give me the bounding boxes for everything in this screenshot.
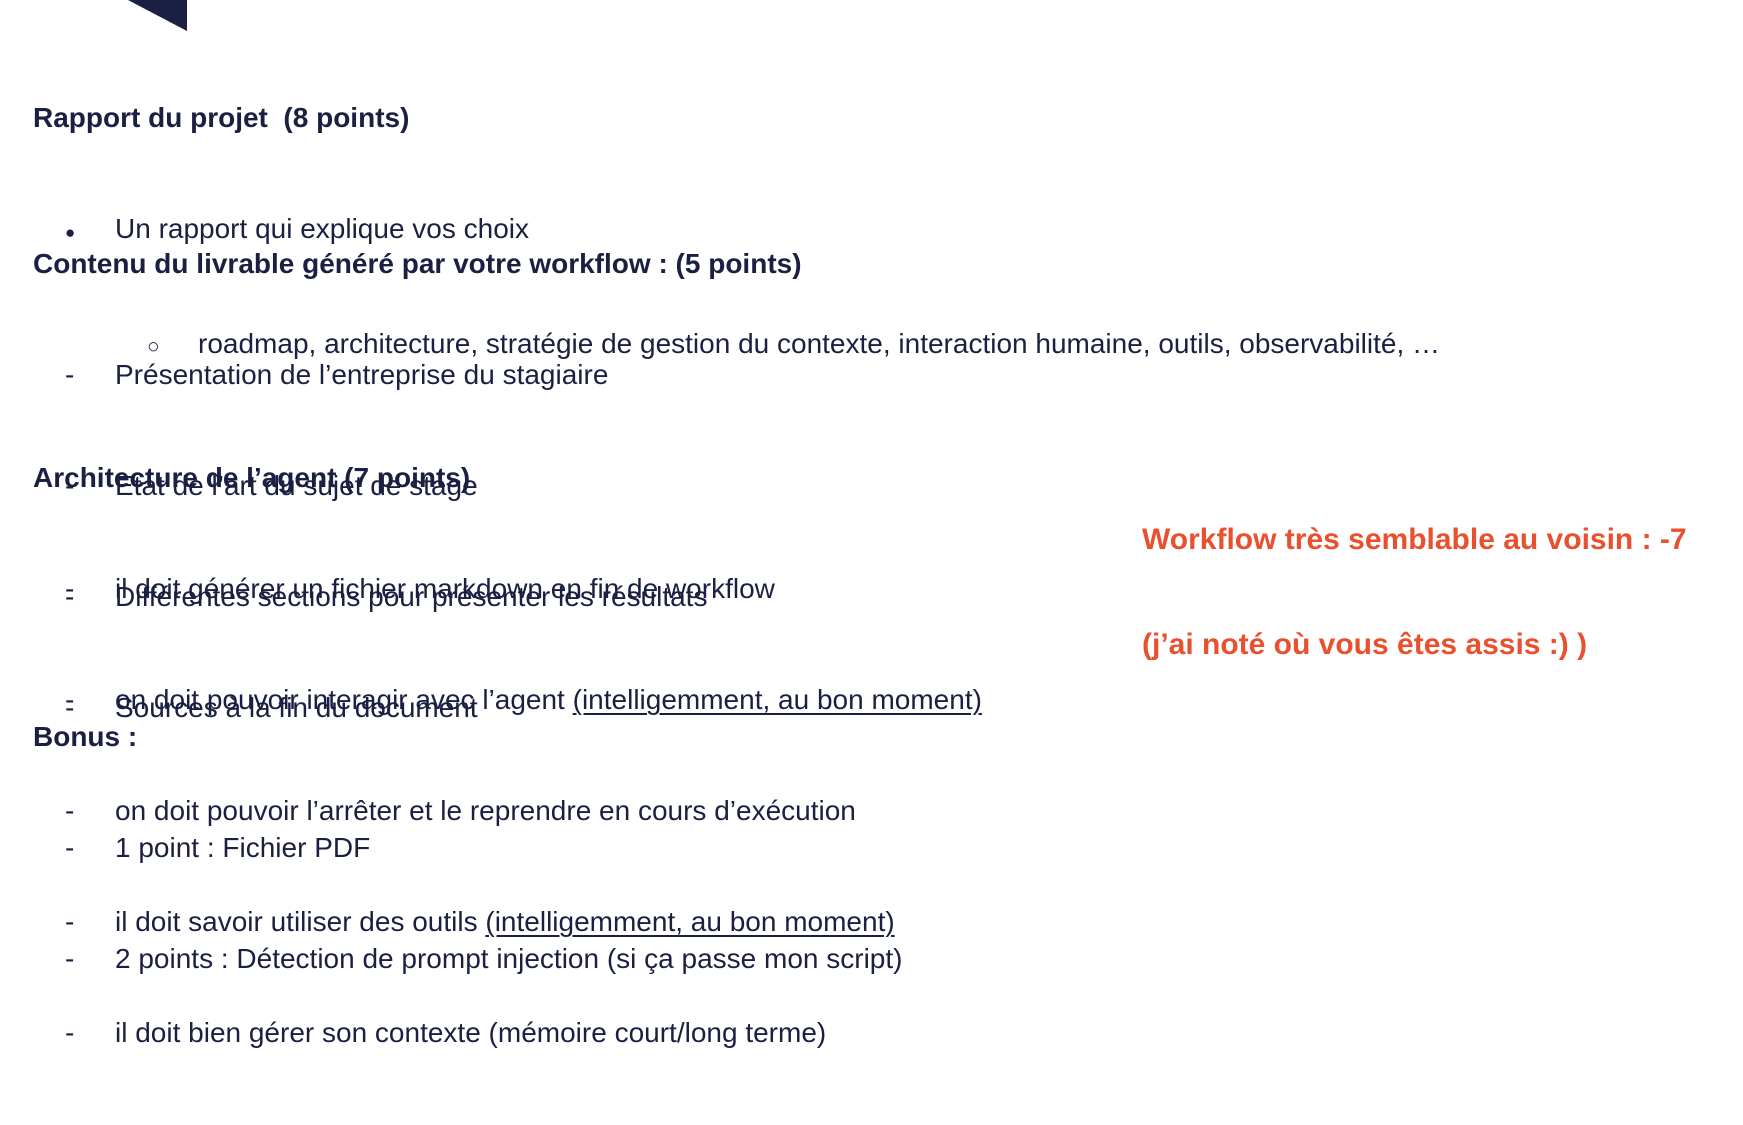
bullet-icon: ● (65, 223, 76, 242)
underlined-text: (intelligemment, au bon moment) (572, 684, 982, 715)
item-text: on doit pouvoir interagir avec l’agent (… (115, 681, 982, 718)
dash-icon: - (65, 832, 75, 863)
list-item: ○ roadmap, architecture, stratégie de ge… (33, 325, 1440, 365)
list-item: - 1 point : Fichier PDF (33, 829, 902, 866)
item-text-plain: on doit pouvoir interagir avec l’agent (115, 684, 573, 715)
section-heading: Bonus : (33, 721, 138, 752)
item-text: Un rapport qui explique vos choix (115, 213, 530, 244)
section-heading: Rapport du projet (8 points) (33, 102, 410, 133)
list-item: - Sources à la fin du document (33, 689, 802, 726)
item-text: il doit générer un fichier markdown en f… (115, 573, 775, 604)
list-item: - Différentes sections pour présenter le… (33, 578, 802, 615)
dash-icon: - (65, 692, 75, 723)
section-heading: Architecture de l’agent (7 points) (33, 462, 471, 493)
item-text: roadmap, architecture, stratégie de gest… (198, 328, 1441, 359)
section-rapport-du-projet: Rapport du projet (8 points) ● Un rappor… (33, 25, 1440, 439)
dash-icon: - (65, 470, 75, 501)
circle-bullet-icon: ○ (147, 335, 160, 358)
item-text: Différentes sections pour présenter les … (115, 581, 708, 612)
section-bonus: Bonus : - 1 point : Fichier PDF - 2 poin… (33, 644, 902, 1051)
list-item: - Présentation de l’entreprise du stagia… (33, 356, 802, 393)
dash-icon: - (65, 684, 75, 715)
slide-page: Rapport du projet (8 points) ● Un rappor… (33, 0, 1722, 1048)
item-text: 1 point : Fichier PDF (115, 832, 371, 863)
item-text: 2 points : Détection de prompt injection… (115, 943, 903, 974)
annotation-line: (j’ai noté où vous êtes assis :) ) (1142, 628, 1588, 661)
annotation-line: Workflow très semblable au voisin : -7 (1142, 523, 1687, 556)
list-item: ● Un rapport qui explique vos choix (33, 210, 1440, 251)
item-text: Présentation de l’entreprise du stagiair… (115, 359, 609, 390)
section-heading: Contenu du livrable généré par votre wor… (33, 248, 802, 279)
list-item: - il doit générer un fichier markdown en… (33, 570, 982, 607)
item-text: Etat de l’art du sujet de stage (115, 470, 478, 501)
list-item: - Etat de l’art du sujet de stage (33, 467, 802, 504)
section-contenu-du-livrable: Contenu du livrable généré par votre wor… (33, 171, 802, 800)
dash-icon: - (65, 573, 75, 604)
grader-annotation: Workflow très semblable au voisin : -7 (… (1142, 452, 1722, 732)
list-item: - 2 points : Détection de prompt injecti… (33, 940, 902, 977)
dash-icon: - (65, 581, 75, 612)
list-item: - on doit pouvoir interagir avec l’agent… (33, 681, 982, 718)
dash-icon: - (65, 359, 75, 390)
item-text: Sources à la fin du document (115, 692, 478, 723)
dash-icon: - (65, 943, 75, 974)
